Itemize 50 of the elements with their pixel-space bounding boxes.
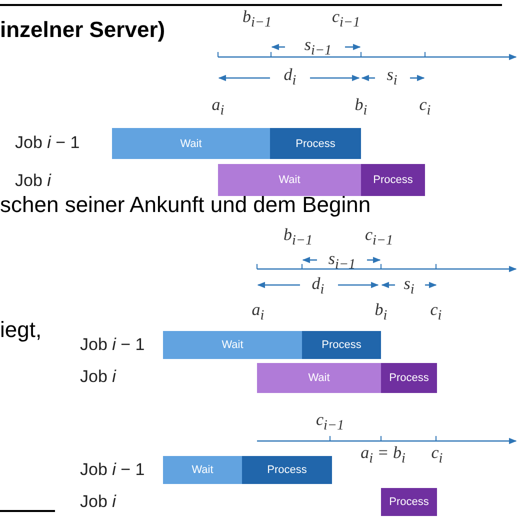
bar-label: Wait xyxy=(180,138,202,150)
math-label: s$_{i}$ xyxy=(386,66,398,89)
math-label: s$_{i}$ xyxy=(404,275,414,298)
bar-label: Process xyxy=(373,174,413,186)
bar-label: Wait xyxy=(278,174,300,186)
heading-text: inzelner Server) xyxy=(0,18,166,42)
math-label: s$_{i−1}$ xyxy=(304,36,332,59)
process-bar xyxy=(242,456,332,484)
wait-bar xyxy=(218,164,361,196)
row-label: Job i − 1 xyxy=(80,461,145,480)
row-label: Job i xyxy=(80,368,116,387)
math-label: s$_{i−1}$ xyxy=(328,250,356,273)
bar-label: Process xyxy=(389,372,429,384)
math-label: c$_{i−1}$ xyxy=(316,411,344,434)
bar-label: Wait xyxy=(308,372,330,384)
math-label: a$_{i}$ xyxy=(252,301,264,324)
math-label: b$_{i}$ xyxy=(354,96,368,119)
row-label: Job i − 1 xyxy=(15,134,80,153)
math-label: b$_{i−1}$ xyxy=(242,8,272,31)
math-label: c$_{i}$ xyxy=(419,96,431,119)
math-label: d$_{i}$ xyxy=(312,275,324,298)
math-label: c$_{i}$ xyxy=(430,301,442,324)
body-text: iegt, xyxy=(0,318,42,342)
process-bar xyxy=(381,488,437,516)
math-label: a$_{i}$ = b$_{i}$ xyxy=(360,444,406,467)
process-bar xyxy=(361,164,425,196)
row-label: Job i xyxy=(80,493,116,512)
math-label: c$_{i}$ xyxy=(431,444,443,467)
bar-label: Wait xyxy=(222,339,244,351)
bar-label: Process xyxy=(267,464,307,476)
wait-bar xyxy=(163,331,302,359)
bar-label: Wait xyxy=(192,464,214,476)
wait-bar xyxy=(257,363,381,393)
wait-bar xyxy=(112,128,270,159)
math-label: b$_{i}$ xyxy=(374,301,388,324)
wait-bar xyxy=(163,456,242,484)
bar-label: Process xyxy=(389,496,429,508)
math-label: a$_{i}$ xyxy=(212,96,224,119)
math-label: c$_{i−1}$ xyxy=(364,226,394,249)
bar-label: Process xyxy=(296,138,336,150)
bar-label: Process xyxy=(322,339,362,351)
process-bar xyxy=(302,331,381,359)
body-text: schen seiner Ankunft und dem Beginn xyxy=(0,193,371,218)
process-bar xyxy=(270,128,361,159)
row-label: Job i − 1 xyxy=(80,336,145,355)
math-label: c$_{i−1}$ xyxy=(332,8,360,31)
math-label: d$_{i}$ xyxy=(284,66,296,89)
process-bar xyxy=(381,363,437,393)
math-label: b$_{i−1}$ xyxy=(283,226,313,249)
row-label: Job i xyxy=(15,172,51,191)
